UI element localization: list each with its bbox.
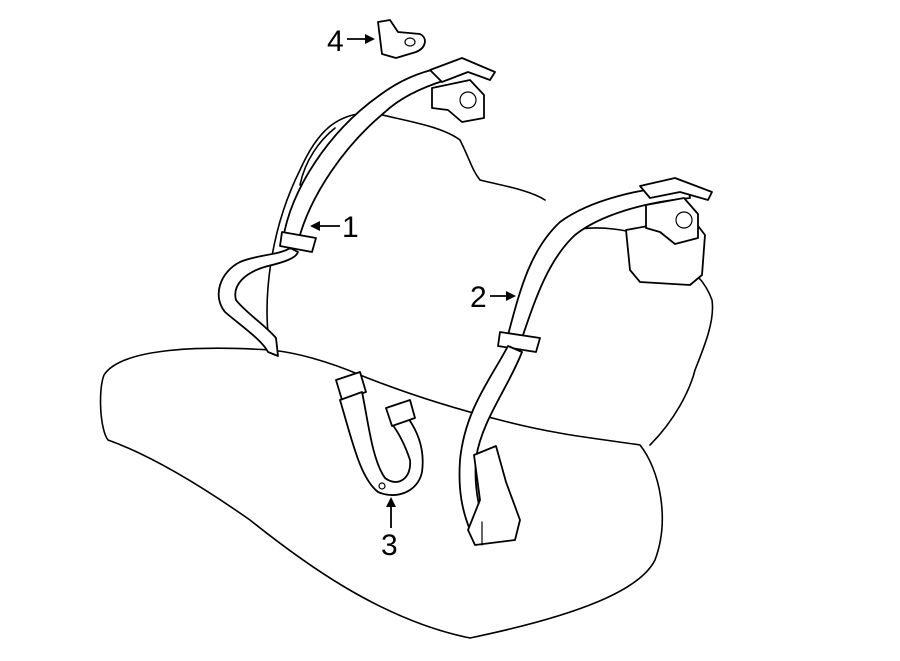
bracket-part — [377, 19, 426, 59]
callout-3: 3 — [381, 497, 398, 562]
callout-1: 1 — [310, 211, 359, 244]
callout-4: 4 — [327, 25, 375, 58]
callout-1-label: 1 — [342, 211, 359, 244]
rear-seat-outline — [99, 111, 714, 639]
callout-3-label: 3 — [381, 529, 398, 562]
callout-2: 2 — [470, 281, 516, 314]
right-seat-belt-part — [458, 177, 713, 546]
left-seat-belt-part — [217, 57, 496, 357]
buckle-assembly-part — [335, 371, 424, 496]
callout-2-label: 2 — [470, 281, 487, 314]
callout-4-label: 4 — [327, 25, 344, 58]
